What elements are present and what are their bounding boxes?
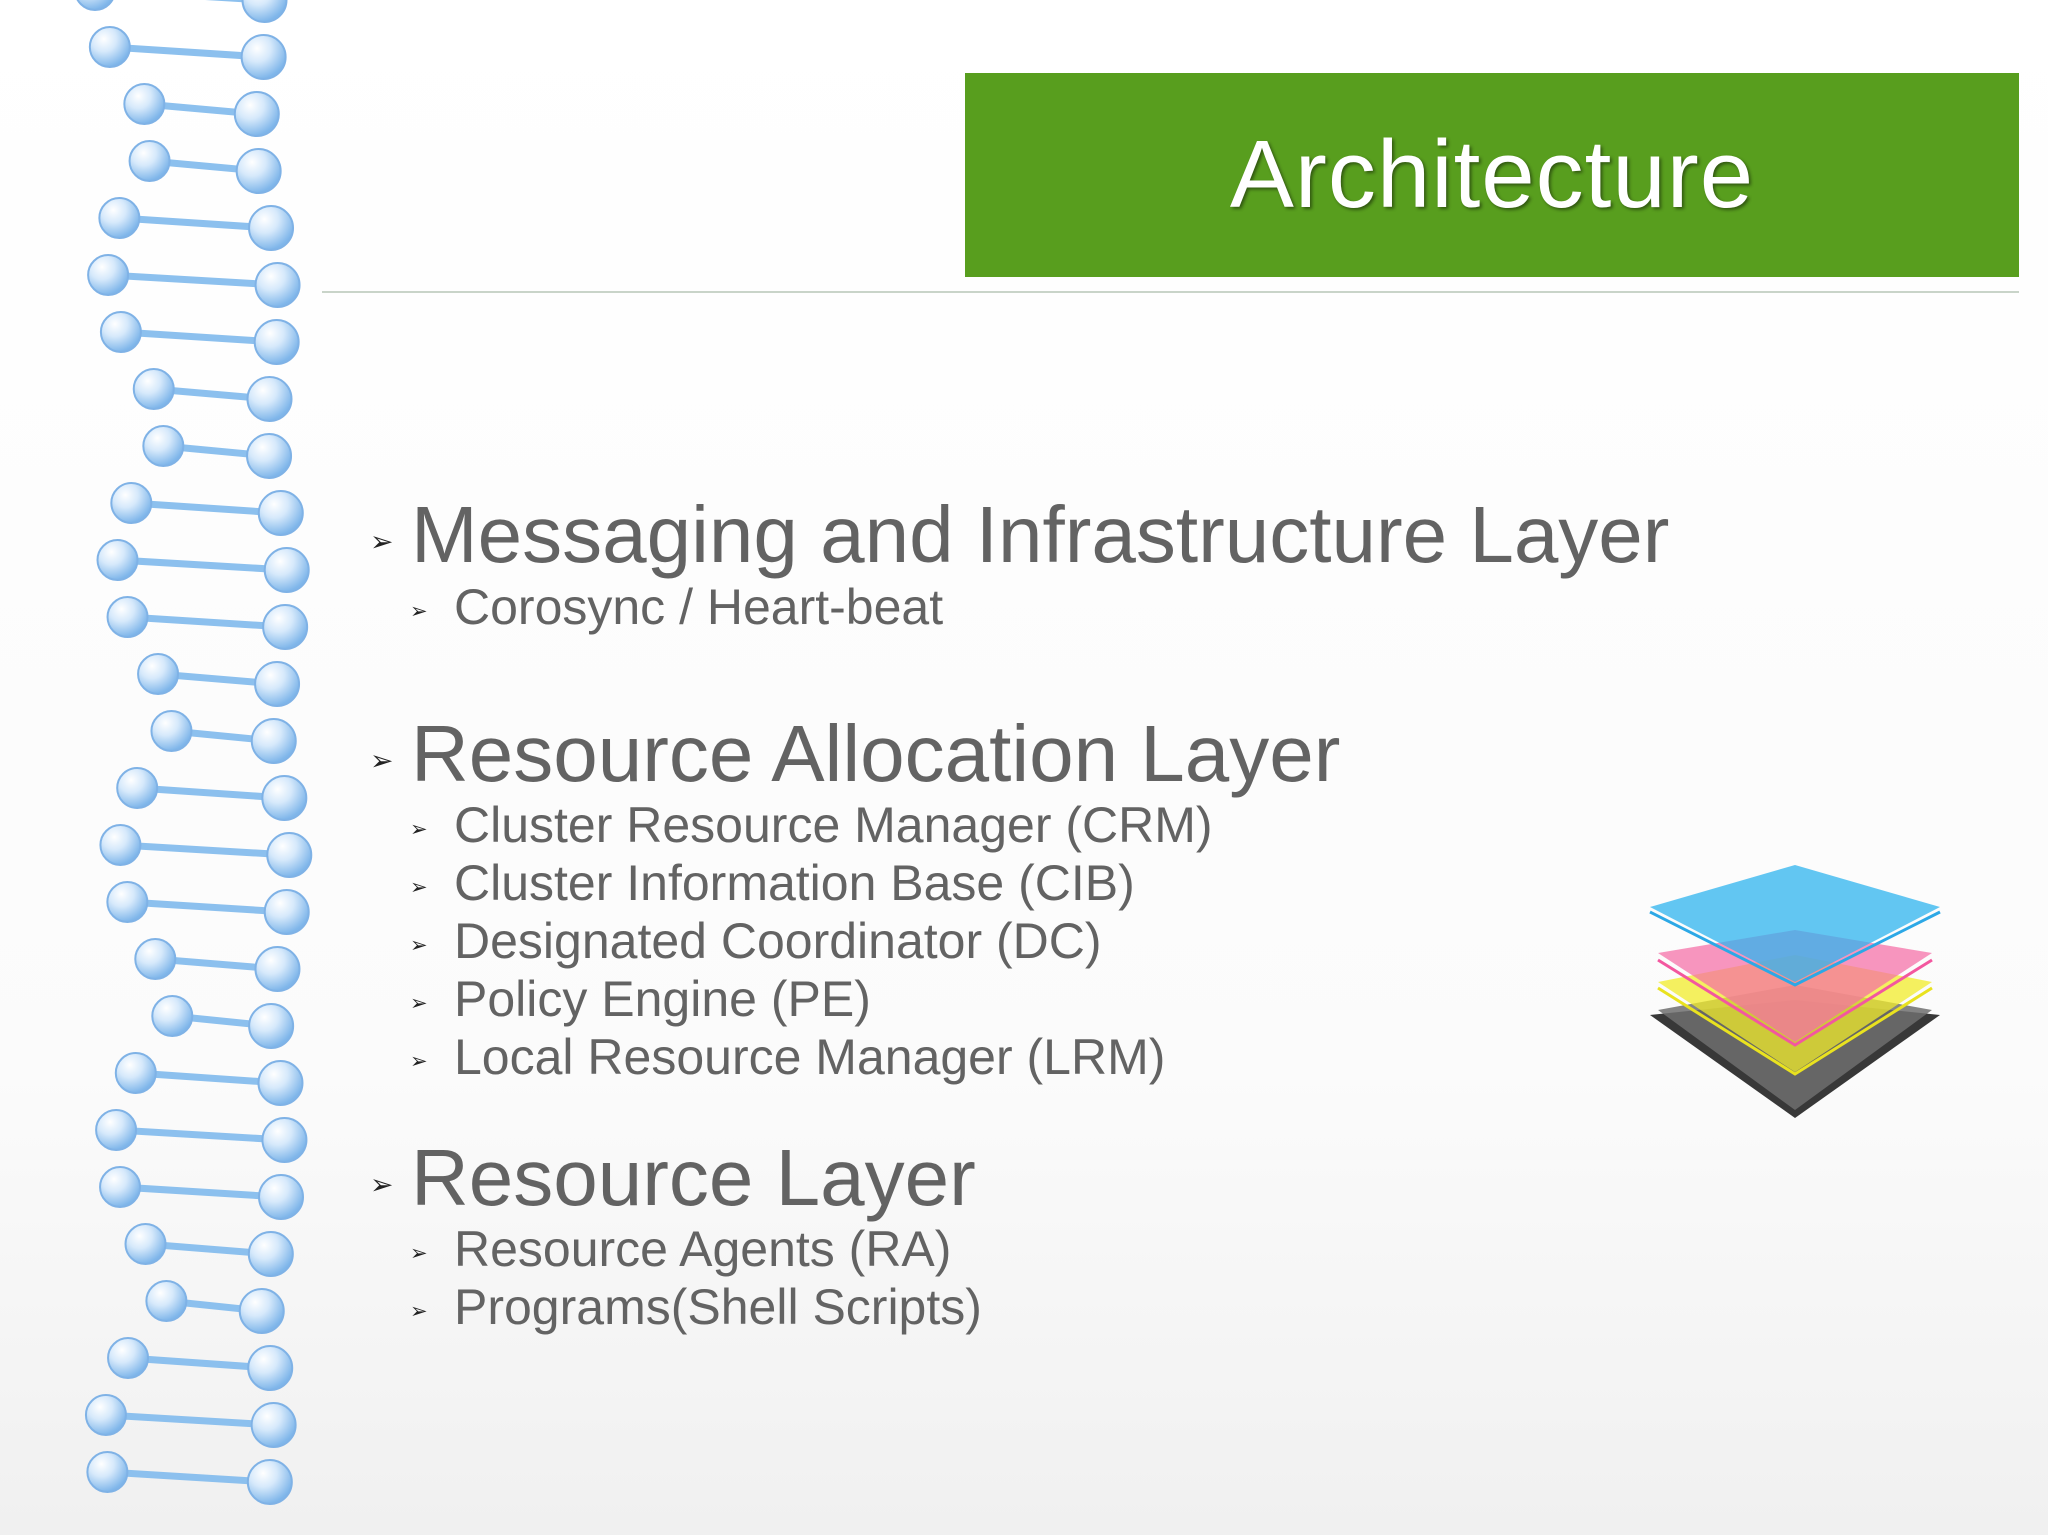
- dna-node: [124, 1223, 167, 1265]
- dna-rung: [127, 1354, 271, 1372]
- dna-node: [99, 1166, 142, 1208]
- list-item-text: Designated Coordinator (DC): [454, 913, 1102, 969]
- dna-node: [84, 1394, 127, 1436]
- bullet-arrow-icon: ➢: [410, 1300, 428, 1323]
- bullet-arrow-icon: ➢: [410, 600, 428, 623]
- dna-rung: [105, 1411, 274, 1429]
- dna-rung: [119, 1183, 282, 1201]
- bullet-arrow-icon: ➢: [410, 818, 428, 841]
- dna-node: [88, 26, 131, 68]
- dna-node: [87, 254, 130, 296]
- dna-node: [246, 433, 293, 479]
- bullet-arrow-icon: ➢: [370, 1169, 394, 1200]
- bullet-arrow-icon: ➢: [410, 934, 428, 957]
- list-item-text: Cluster Information Base (CIB): [454, 855, 1135, 911]
- dna-node: [248, 205, 295, 251]
- dna-node: [95, 1109, 138, 1151]
- dna-node: [261, 775, 308, 821]
- dna-node: [253, 319, 300, 365]
- bullet-arrow-icon: ➢: [410, 1050, 428, 1073]
- dna-node: [246, 376, 293, 422]
- dna-node: [106, 596, 149, 638]
- dna-node: [263, 889, 310, 935]
- dna-node: [250, 1402, 297, 1448]
- dna-node: [145, 1280, 188, 1322]
- dna-rung: [119, 214, 272, 232]
- dna-rung: [115, 1126, 285, 1144]
- dna-node: [128, 140, 171, 182]
- dna-node: [241, 0, 288, 23]
- list-item-text: Cluster Resource Manager (CRM): [454, 797, 1213, 853]
- slide-title: Architecture: [1229, 121, 1755, 228]
- bullet-arrow-icon: ➢: [410, 876, 428, 899]
- dna-rung: [109, 43, 264, 61]
- dna-node: [233, 91, 280, 137]
- list-item-text: Corosync / Heart-beat: [454, 579, 944, 635]
- dna-helix-decoration: [76, 0, 313, 1505]
- bullet-arrow-icon: ➢: [370, 526, 394, 557]
- dna-rung: [127, 613, 286, 631]
- title-banner: Architecture: [965, 73, 2019, 277]
- dna-node: [107, 1337, 150, 1379]
- dna-node: [76, 0, 114, 11]
- dna-rung: [107, 1468, 271, 1486]
- dna-node: [238, 1288, 285, 1334]
- dna-node: [142, 425, 185, 467]
- dna-node: [114, 1052, 157, 1094]
- bullet-arrow-icon: ➢: [370, 745, 394, 776]
- dna-node: [116, 767, 159, 809]
- dna-node: [123, 83, 166, 125]
- dna-node: [132, 368, 175, 410]
- dna-node: [263, 547, 310, 593]
- dna-node: [134, 938, 177, 980]
- dna-node: [262, 604, 309, 650]
- dna-rung: [117, 556, 287, 574]
- dna-node: [247, 1231, 294, 1277]
- section-heading-text: Messaging and Infrastructure Layer: [411, 490, 1670, 579]
- dna-node: [246, 1459, 293, 1505]
- dna-node: [248, 1003, 295, 1049]
- dna-node: [86, 1451, 129, 1493]
- dna-node: [110, 482, 153, 524]
- dna-node: [257, 1060, 304, 1106]
- section-heading-text: Resource Allocation Layer: [411, 709, 1341, 798]
- dna-rung: [120, 841, 290, 859]
- dna-rung: [127, 898, 287, 916]
- dna-node: [96, 539, 139, 581]
- dna-rung: [135, 1069, 281, 1087]
- dna-node: [254, 262, 301, 308]
- dna-rung: [107, 271, 278, 289]
- title-divider: [322, 291, 2019, 293]
- dna-node: [137, 653, 180, 695]
- bullet-arrow-icon: ➢: [410, 1242, 428, 1265]
- dna-node: [150, 710, 193, 752]
- dna-node: [151, 995, 194, 1037]
- dna-node: [99, 824, 142, 866]
- list-item-text: Local Resource Manager (LRM): [454, 1029, 1166, 1085]
- section-heading-text: Resource Layer: [411, 1133, 976, 1222]
- bullet-arrow-icon: ➢: [410, 992, 428, 1015]
- dna-rung: [131, 499, 282, 517]
- list-item-text: Resource Agents (RA): [454, 1221, 952, 1277]
- dna-node: [247, 1345, 294, 1391]
- dna-node: [106, 881, 149, 923]
- dna-node: [240, 34, 287, 80]
- dna-node: [257, 490, 304, 536]
- dna-node: [250, 718, 297, 764]
- dna-node: [254, 661, 301, 707]
- dna-node: [254, 946, 301, 992]
- dna-rung: [136, 784, 285, 802]
- dna-node: [258, 1174, 305, 1220]
- dna-node: [266, 832, 313, 878]
- dna-node: [235, 148, 282, 194]
- stacked-layers-icon: [1649, 865, 1941, 1118]
- dna-node: [261, 1117, 308, 1163]
- dna-rung: [120, 328, 277, 346]
- list-item-text: Programs(Shell Scripts): [454, 1279, 982, 1335]
- dna-node: [98, 197, 141, 239]
- dna-node: [99, 311, 142, 353]
- list-item-text: Policy Engine (PE): [454, 971, 871, 1027]
